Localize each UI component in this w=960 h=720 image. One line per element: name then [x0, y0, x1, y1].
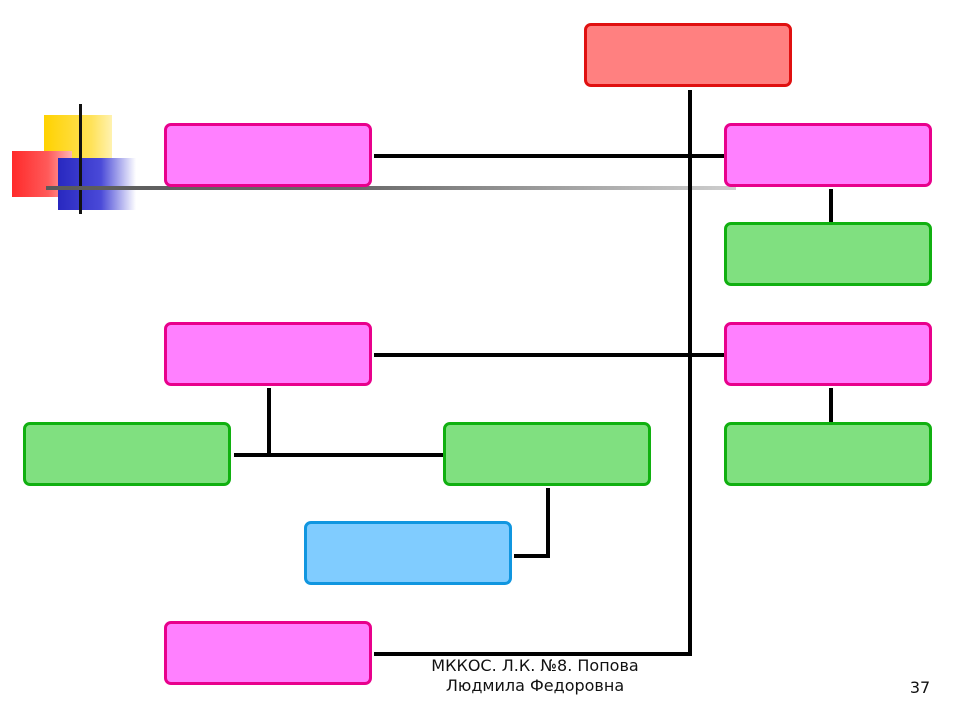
trunk-line	[688, 90, 692, 656]
connector-mid-down	[546, 488, 550, 558]
left-green-box	[23, 422, 231, 486]
left-magenta-box-3	[164, 621, 372, 685]
connector-row3	[234, 453, 446, 457]
connector-blue	[514, 554, 550, 558]
right-green-box-1	[724, 222, 932, 286]
connector-right1-down	[829, 189, 833, 224]
deco-blue-square	[58, 158, 136, 210]
connector-right2-down	[829, 388, 833, 423]
footer-line-2: Людмила Федоровна	[445, 676, 625, 695]
right-magenta-box-2	[724, 322, 932, 386]
mid-green-box	[443, 422, 651, 486]
connector-bottom	[374, 652, 692, 656]
footer-line-1: МККОС. Л.К. №8. Попова	[431, 656, 639, 675]
connector-row1	[374, 154, 726, 158]
deco-horizontal-line	[46, 186, 736, 190]
root-box	[584, 23, 792, 87]
right-magenta-box-1	[724, 123, 932, 187]
deco-vertical-line	[79, 104, 82, 214]
page-number: 37	[909, 678, 931, 697]
left-magenta-box-1	[164, 123, 372, 187]
connector-left2-down	[267, 388, 271, 457]
footer-caption: МККОС. Л.К. №8. Попова Людмила Федоровна	[380, 656, 690, 696]
right-green-box-2	[724, 422, 932, 486]
blue-box	[304, 521, 512, 585]
connector-row2	[374, 353, 726, 357]
left-magenta-box-2	[164, 322, 372, 386]
